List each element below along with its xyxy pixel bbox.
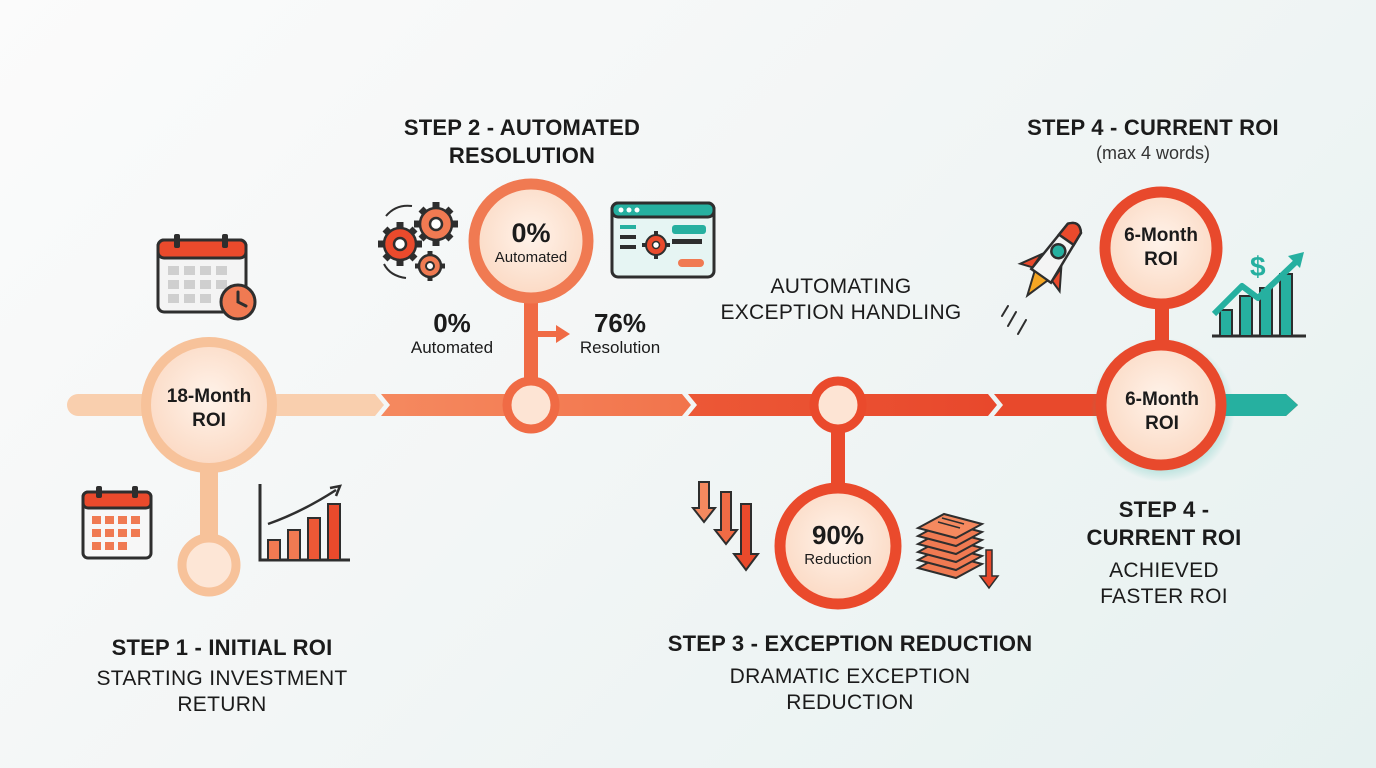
rocket-icon xyxy=(1001,221,1083,335)
step4-top-title: STEP 4 - CURRENT ROI xyxy=(1027,115,1279,140)
step2-right-value: 76% xyxy=(593,308,647,338)
calendar-clock-icon xyxy=(156,234,257,321)
step1-desc-line2: RETURN xyxy=(177,693,267,716)
step3-desc-line1: DRAMATIC EXCEPTION xyxy=(729,665,971,688)
step4-node xyxy=(1091,186,1235,482)
step4-title-line2: CURRENT ROI xyxy=(1086,525,1242,550)
step2-left-label: Automated xyxy=(410,338,494,357)
step1-circle-text: 18-Month ROI xyxy=(149,385,269,433)
step1-title: STEP 1 - INITIAL ROI xyxy=(111,635,333,660)
step1-circle-line2: ROI xyxy=(192,410,226,431)
step1-circle-line1: 18-Month xyxy=(166,386,252,407)
step4-desc-line1: ACHIEVED xyxy=(1109,559,1219,582)
step1-desc-line1: STARTING INVESTMENT xyxy=(96,667,348,690)
step1-node xyxy=(141,337,277,597)
step4-upper-line2: ROI xyxy=(1144,249,1178,270)
step3-circle-label: Reduction xyxy=(804,551,872,568)
step3-top-line2: EXCEPTION HANDLING xyxy=(720,301,962,324)
step4-bottom-text: STEP 4 - CURRENT ROI ACHIEVED FASTER ROI xyxy=(1064,496,1264,610)
step3-desc-line2: REDUCTION xyxy=(786,691,914,714)
step2-title-line2: RESOLUTION xyxy=(448,143,596,168)
step2-left-stat: 0% Automated xyxy=(392,308,512,358)
step3-top-line1: AUTOMATING xyxy=(770,275,912,298)
step4-title-line1: STEP 4 - xyxy=(1118,497,1210,522)
step2-circle-value: 0% xyxy=(511,218,551,248)
step3-circle-value: 90% xyxy=(811,520,865,550)
step3-node xyxy=(774,376,902,610)
step2-right-stat: 76% Resolution xyxy=(560,308,680,358)
gears-icon xyxy=(378,202,458,281)
bar-chart-growth-icon xyxy=(258,484,350,562)
step4-lower-circle-text: 6-Month ROI xyxy=(1106,388,1218,436)
step2-circle-label: Automated xyxy=(494,249,568,266)
step4-upper-circle-text: 6-Month ROI xyxy=(1106,224,1216,272)
down-arrows-icon xyxy=(690,481,760,572)
step3-top-text: AUTOMATING EXCEPTION HANDLING xyxy=(700,274,982,326)
step3-bottom-text: STEP 3 - EXCEPTION REDUCTION DRAMATIC EX… xyxy=(640,630,1060,716)
step4-desc-line2: FASTER ROI xyxy=(1100,585,1228,608)
step4-top-note: (max 4 words) xyxy=(1095,143,1211,163)
step4-top-heading: STEP 4 - CURRENT ROI (max 4 words) xyxy=(1000,114,1306,164)
dollar-growth-chart-icon: $ xyxy=(1211,251,1306,338)
step3-circle-text: 90% Reduction xyxy=(788,520,888,570)
step4-lower-line1: 6-Month xyxy=(1125,389,1199,410)
step1-bottom-text: STEP 1 - INITIAL ROI STARTING INVESTMENT… xyxy=(72,634,372,718)
step2-circle-text: 0% Automated xyxy=(481,218,581,268)
dashboard-window-icon xyxy=(610,201,716,279)
step2-left-value: 0% xyxy=(433,308,471,338)
step2-title-line1: STEP 2 - AUTOMATED xyxy=(403,115,641,140)
step4-lower-line2: ROI xyxy=(1145,413,1179,434)
step3-title: STEP 3 - EXCEPTION REDUCTION xyxy=(667,631,1033,656)
step4-upper-line1: 6-Month xyxy=(1124,225,1198,246)
paper-stack-icon xyxy=(915,512,1000,590)
step2-node xyxy=(468,178,594,434)
step2-title: STEP 2 - AUTOMATED RESOLUTION xyxy=(372,114,672,170)
step2-right-label: Resolution xyxy=(579,338,661,357)
svg-text:$: $ xyxy=(1250,251,1266,282)
calendar-icon xyxy=(81,486,153,560)
